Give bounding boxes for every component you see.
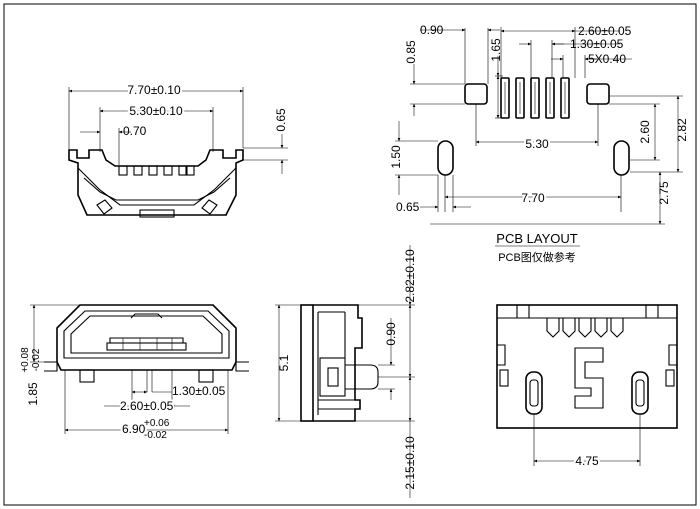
dim-top-width-inner: 5.30±0.10	[129, 104, 183, 118]
dim-slot-span: 7.70	[521, 191, 545, 205]
dim-pad-span: 5.30	[525, 137, 549, 151]
dim-front-width-tol-upper: +0.06	[144, 418, 170, 429]
pcb-layout-subtitle: PCB图仅做参考	[498, 250, 576, 264]
dim-height-282: 2.82	[675, 118, 689, 142]
dim-pin-length: 1.65	[489, 38, 503, 62]
dim-slot-width: 0.65	[396, 200, 420, 214]
dim-front-width-tol-lower: -0.02	[144, 430, 167, 441]
dim-pad-width: 0.90	[420, 23, 444, 37]
top-view: 7.70±0.10 5.30±0.10 0.70 0.65	[68, 81, 288, 218]
dim-front-width: 6.90	[122, 422, 146, 436]
dim-bottom-slot-spacing: 4.75	[575, 454, 599, 468]
dim-height-260: 2.60	[638, 120, 652, 144]
dim-top-width-total: 7.70±0.10	[127, 83, 181, 97]
bottom-view: 4.75	[496, 304, 678, 470]
dim-top-right-height: 0.65	[274, 108, 288, 132]
dim-front-height: 1.85	[26, 382, 40, 406]
drawing-border	[3, 3, 697, 506]
dim-front-height-tol-lower: -0.02	[31, 348, 42, 371]
dim-front-pin-span: 2.60±0.05	[120, 399, 174, 413]
dim-height-275: 2.75	[657, 181, 671, 205]
dim-side-total-height: 5.1	[277, 354, 291, 371]
front-view: 1.85 +0.08 -0.02 1.30±0.05 2.60±0.05 6.9…	[20, 304, 249, 441]
pcb-layout-title: PCB LAYOUT	[496, 231, 577, 246]
dim-side-bottom-height: 2.15±0.10	[403, 436, 417, 490]
pcb-layout: 0.90 2.60±0.05 1.30±0.05 5X0.40 1.65 0.8…	[389, 23, 689, 264]
dim-slot-height: 1.50	[389, 145, 403, 169]
dim-pin-size: 5X0.40	[588, 52, 626, 66]
dim-side-top-height: 2.82±0.10	[403, 249, 417, 303]
dim-top-pitch: 0.70	[123, 124, 147, 138]
dim-pin-pitch: 1.30±0.05	[570, 37, 624, 51]
dim-side-pin-height: 0.90	[384, 322, 398, 346]
dim-front-height-tol-upper: +0.08	[20, 347, 31, 373]
side-view: 5.1 2.82±0.10 0.90 2.15±0.10	[275, 245, 417, 498]
dim-pad-height: 0.85	[404, 40, 418, 64]
dim-front-pin-pitch: 1.30±0.05	[172, 384, 226, 398]
dim-pin-span: 2.60±0.05	[578, 24, 632, 38]
